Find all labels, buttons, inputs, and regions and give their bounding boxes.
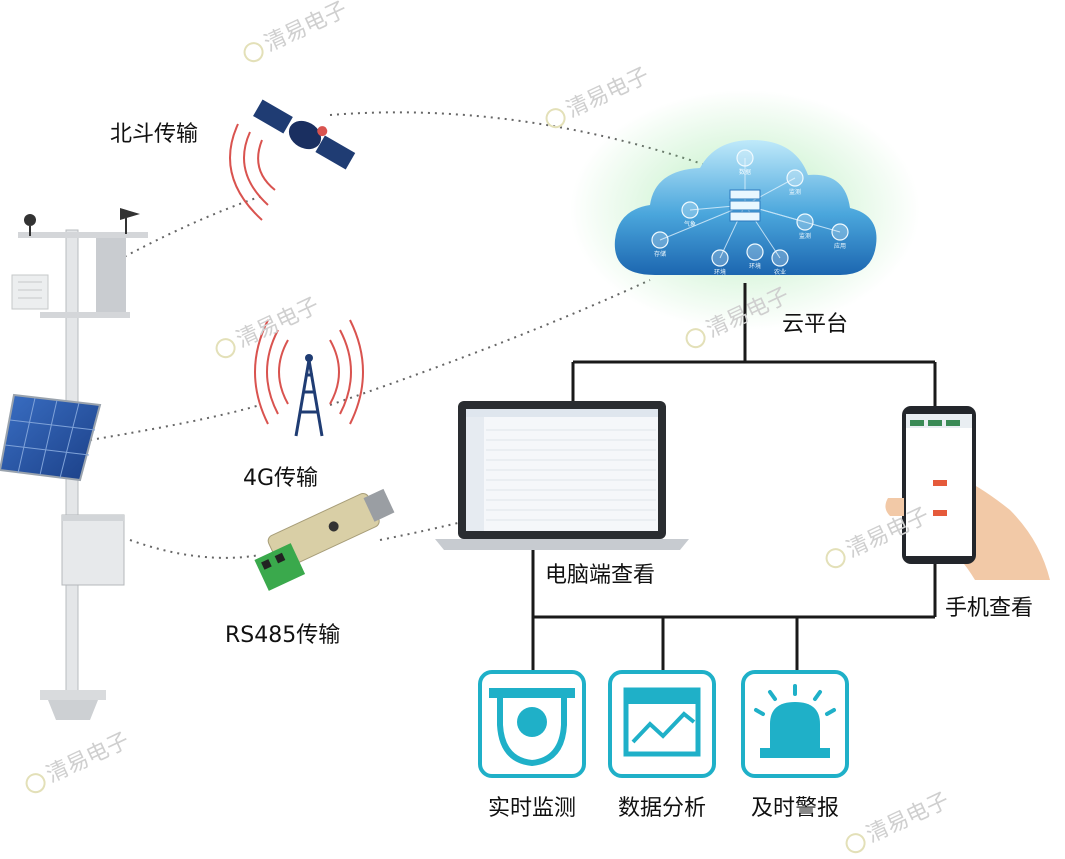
cloud-node-label: 监测 <box>789 188 801 196</box>
card-realtime-monitor <box>478 670 586 778</box>
cloud-node-icon <box>831 223 849 241</box>
cloud-node-icon <box>746 243 764 261</box>
cloud-node-label: 环境 <box>714 268 726 276</box>
label-beidou: 北斗传输 <box>110 122 199 147</box>
label-rs485: RS485传输 <box>225 623 341 648</box>
cloud-node-label: 数据 <box>739 168 751 176</box>
label-alarm: 及时警报 <box>750 796 839 821</box>
laptop-illustration <box>435 401 689 550</box>
card-alarm <box>741 670 849 778</box>
cloud-node-icon <box>786 169 804 187</box>
phone-illustration <box>885 406 1050 580</box>
cloud-node-label: 农业 <box>774 268 786 276</box>
label-realtime-monitor: 实时监测 <box>487 796 576 821</box>
cloud-node-icon <box>736 149 754 167</box>
cloud-node-label: 监测 <box>799 232 811 240</box>
rs485-converter-illustration <box>254 488 395 591</box>
cloud-node-icon <box>651 231 669 249</box>
cloud-node-icon <box>771 249 789 267</box>
cloud-node-label: 气象 <box>684 220 696 228</box>
cloud-nodes: 存储气象环境农业监测应用监测数据环境 <box>651 149 849 276</box>
tower-4g-illustration <box>254 319 364 437</box>
label-phone-view: 手机查看 <box>945 596 1034 621</box>
label-cloud-platform: 云平台 <box>782 312 849 337</box>
cloud-node-icon <box>681 201 699 219</box>
card-data-analysis <box>608 670 716 778</box>
connector-lines <box>531 283 937 672</box>
weather-station-illustration <box>0 208 148 720</box>
cloud-node-icon <box>796 213 814 231</box>
cloud-node-label: 环境 <box>749 262 761 270</box>
dotted-links <box>89 111 721 559</box>
label-pc-view: 电脑端查看 <box>545 563 656 588</box>
cloud-node-label: 应用 <box>834 242 846 250</box>
label-data-analysis: 数据分析 <box>617 796 706 821</box>
label-4g: 4G传输 <box>243 466 319 491</box>
cloud-node-label: 存储 <box>654 250 666 258</box>
satellite-illustration <box>229 98 357 221</box>
cloud-node-icon <box>711 249 729 267</box>
cloud-platform-illustration <box>570 90 920 330</box>
